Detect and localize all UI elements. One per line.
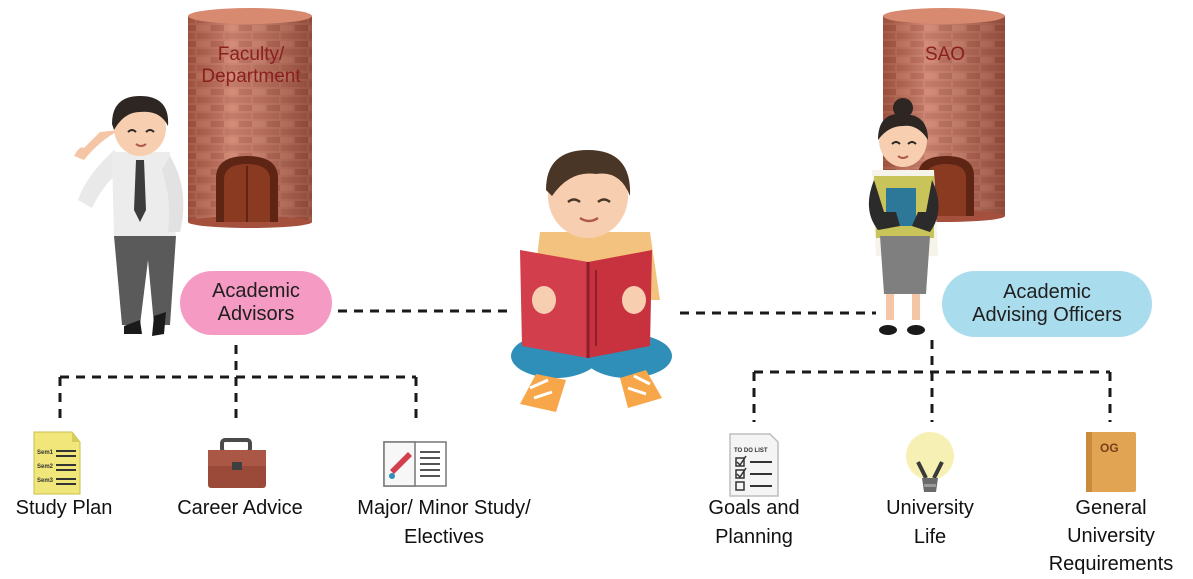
pill-label-line: Advising Officers [972, 304, 1122, 326]
caption-line: Goals and [708, 497, 800, 519]
todo-list-icon: TO DO LIST [729, 433, 779, 497]
caption-line: University [1067, 525, 1155, 547]
svg-text:OG: OG [1100, 441, 1119, 455]
caption-line: General [1075, 497, 1147, 519]
svg-text:Sem1: Sem1 [37, 450, 54, 456]
faculty-tower [188, 8, 312, 228]
female-officer-figure [868, 98, 939, 335]
caption-line: Major/ Minor Study/ [357, 497, 531, 519]
male-advisor-figure [74, 96, 184, 336]
university-life-label: University Life [866, 494, 994, 552]
caption-line: Life [913, 526, 947, 548]
connector-lines [58, 309, 1112, 425]
sao-tower-label: SAO [900, 44, 990, 66]
general-university-requirements-label: General University Requirements [1036, 494, 1186, 578]
svg-text:Sem2: Sem2 [37, 464, 54, 470]
caption-line: Requirements [1048, 553, 1174, 575]
svg-text:TO DO LIST: TO DO LIST [734, 448, 768, 454]
caption-line: Planning [715, 526, 793, 548]
pill-label-line: Academic [1003, 281, 1091, 303]
caption-line: Study Plan [15, 497, 113, 519]
book-icon: OG [1086, 432, 1136, 492]
tower-label-line: Faculty/ [217, 44, 285, 65]
study-plan-label: Study Plan [0, 494, 128, 523]
academic-advising-officers-pill: Academic Advising Officers [942, 271, 1152, 337]
tower-label-line: SAO [924, 44, 966, 65]
academic-advisors-pill: Academic Advisors [180, 271, 332, 335]
career-advice-label: Career Advice [160, 494, 320, 523]
brochure-icon [383, 441, 447, 487]
caption-line: Career Advice [177, 497, 303, 519]
student-reading-figure [511, 150, 672, 412]
study-plan-icon: Sem1 Sem2 Sem3 [33, 431, 81, 495]
major-minor-electives-label: Major/ Minor Study/ Electives [334, 494, 554, 552]
caption-line: Electives [403, 526, 485, 548]
goals-planning-label: Goals and Planning [690, 494, 818, 552]
pill-label-line: Advisors [217, 303, 295, 325]
lightbulb-icon [906, 432, 954, 492]
pill-label-line: Academic [212, 280, 300, 302]
tower-label-line: Department [201, 66, 301, 87]
faculty-tower-label: Faculty/ Department [196, 44, 306, 88]
briefcase-icon [208, 438, 266, 488]
caption-line: University [886, 497, 974, 519]
svg-text:Sem3: Sem3 [37, 478, 54, 484]
